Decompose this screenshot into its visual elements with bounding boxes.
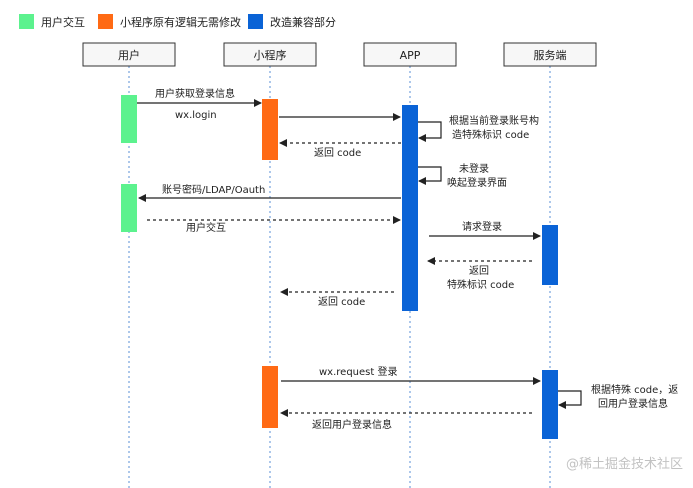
legend-label-compat-part: 改造兼容部分 [270,15,336,29]
msg-server-lookup-label-line2: 回用户登录信息 [598,397,668,410]
watermark: @稀土掘金技术社区 [566,456,683,472]
msg-server-lookup-self-arrow [558,390,582,409]
legend-label-miniprogram-logic: 小程序原有逻辑无需修改 [120,15,241,29]
activation-miniprogram-1 [262,99,278,160]
msg-open-login-self-arrow [418,166,442,185]
participant-miniprogram-label: 小程序 [254,48,287,62]
msg-credentials-label: 账号密码/LDAP/Oauth [162,183,265,196]
activation-user-2 [121,184,137,232]
activation-user-1 [121,95,137,143]
msg-open-login-label-line2: 唤起登录界面 [447,176,507,189]
msg-return-code-2-label: 返回 code [318,296,365,308]
legend: 用户交互 小程序原有逻辑无需修改 改造兼容部分 [19,14,336,29]
msg-server-lookup-label-line1: 根据特殊 code，返 [591,383,678,396]
activation-app [402,105,418,311]
messages [137,99,582,417]
legend-swatch-miniprogram-logic [98,14,113,29]
msg-return-code-1-label: 返回 code [314,147,361,159]
msg-return-special-code-label-line2: 特殊标识 code [447,278,514,291]
msg-build-code-label-line2: 造特殊标识 code [452,128,529,141]
msg-wx-request-label: wx.request 登录 [319,365,397,378]
participant-miniprogram: 小程序 [223,42,317,67]
participant-server: 服务端 [503,42,597,67]
msg-wx-login-label: wx.login [175,110,217,121]
msg-user-interaction-label: 用户交互 [186,221,226,234]
msg-get-login-info-label: 用户获取登录信息 [155,87,235,100]
msg-return-user-info-label: 返回用户登录信息 [312,418,392,431]
msg-request-login-label: 请求登录 [462,220,502,233]
activations [121,95,558,439]
participant-user-label: 用户 [118,48,140,62]
participant-app-label: APP [400,49,421,62]
msg-return-special-code-label-line1: 返回 [469,265,489,277]
message-labels: 用户获取登录信息 wx.login 根据当前登录账号构 造特殊标识 code 返… [155,87,678,431]
legend-label-user-interaction: 用户交互 [41,15,85,29]
activation-miniprogram-2 [262,366,278,428]
activation-server-1 [542,225,558,285]
msg-open-login-label-line1: 未登录 [459,162,489,175]
activation-server-2 [542,370,558,439]
participant-user: 用户 [82,42,176,67]
legend-swatch-compat-part [248,14,263,29]
legend-swatch-user-interaction [19,14,34,29]
participant-app: APP [363,42,457,67]
msg-build-code-label-line1: 根据当前登录账号构 [449,114,539,127]
participant-server-label: 服务端 [534,49,567,62]
msg-build-code-self-arrow [418,121,442,142]
